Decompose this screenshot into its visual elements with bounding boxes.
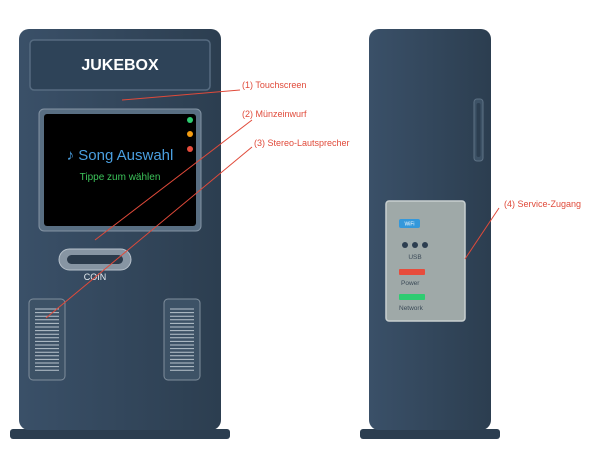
side-view: WiFi USB Power Network — [360, 29, 500, 439]
callout-2-label: (2) Münzeinwurf — [242, 109, 307, 119]
usb-label: USB — [408, 254, 421, 261]
callout-3-leader — [45, 146, 253, 319]
right-speaker — [163, 298, 201, 381]
usb-port-1[interactable] — [402, 242, 408, 248]
screen-title: ♪ Song Auswahl — [67, 147, 174, 164]
callout-1-leader — [121, 89, 241, 101]
callout-3-label: (3) Stereo-Lautsprecher — [254, 138, 350, 148]
network-label: Network — [399, 305, 424, 312]
left-speaker — [28, 298, 66, 381]
service-panel[interactable] — [385, 200, 466, 322]
usb-port-3[interactable] — [422, 242, 428, 248]
callout-1-label: (1) Touchscreen — [242, 80, 306, 90]
status-led-red — [187, 146, 193, 152]
side-base — [360, 429, 500, 439]
side-vent-inner — [476, 103, 481, 157]
power-indicator — [399, 269, 425, 275]
wifi-label: WiFi — [405, 222, 415, 228]
title-plate — [29, 39, 211, 91]
network-indicator — [399, 294, 425, 300]
status-led-green — [187, 117, 193, 123]
touchscreen[interactable] — [44, 114, 196, 226]
coin-slot[interactable] — [67, 255, 123, 264]
front-view: JUKEBOX ♪ Song Auswahl Tippe zum wählen … — [10, 29, 230, 439]
callout-2-leader — [94, 119, 253, 241]
screen-subtitle: Tippe zum wählen — [80, 172, 161, 183]
callout-4-leader — [464, 207, 500, 260]
front-base — [10, 429, 230, 439]
jukebox-title: JUKEBOX — [81, 57, 159, 74]
callouts: (1) Touchscreen (2) Münzeinwurf (3) Ster… — [45, 80, 581, 319]
status-led-orange — [187, 131, 193, 137]
usb-port-2[interactable] — [412, 242, 418, 248]
wifi-badge — [399, 219, 420, 228]
callout-4-label: (4) Service-Zugang — [504, 199, 581, 209]
power-label: Power — [401, 280, 420, 287]
